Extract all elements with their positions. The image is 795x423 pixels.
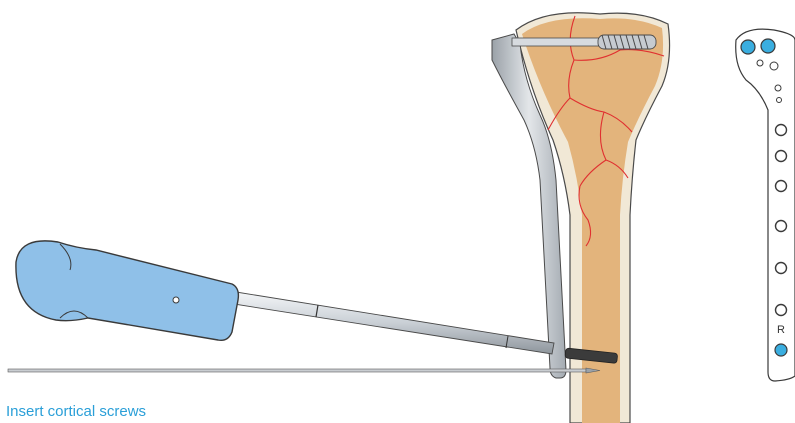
plate-side-mark: R [777,324,785,336]
guide-wire [8,368,600,373]
screwdriver-handle [16,241,238,340]
step-caption: Insert cortical screws [6,403,146,420]
plate-side-view: R [736,29,795,381]
plate-hole-highlighted [741,40,755,54]
plate-hole [776,305,787,316]
plate-hole [776,263,787,274]
plate-hole [776,181,787,192]
plate-side-outline [736,29,795,381]
screwdriver-shaft [234,292,554,354]
plate-hole [776,221,787,232]
plate-hole [757,60,763,66]
screwdriver [16,241,618,364]
plate-hole [776,151,787,162]
plate-hole [775,85,781,91]
handle-hole [173,297,179,303]
plate-hole [777,98,782,103]
plate-hole-highlighted [761,39,775,53]
plate-hole [776,125,787,136]
guide-wire-body [8,369,586,372]
plate-hole [770,62,778,70]
tibia-bone [516,13,670,423]
plate-hole-highlighted [775,344,787,356]
